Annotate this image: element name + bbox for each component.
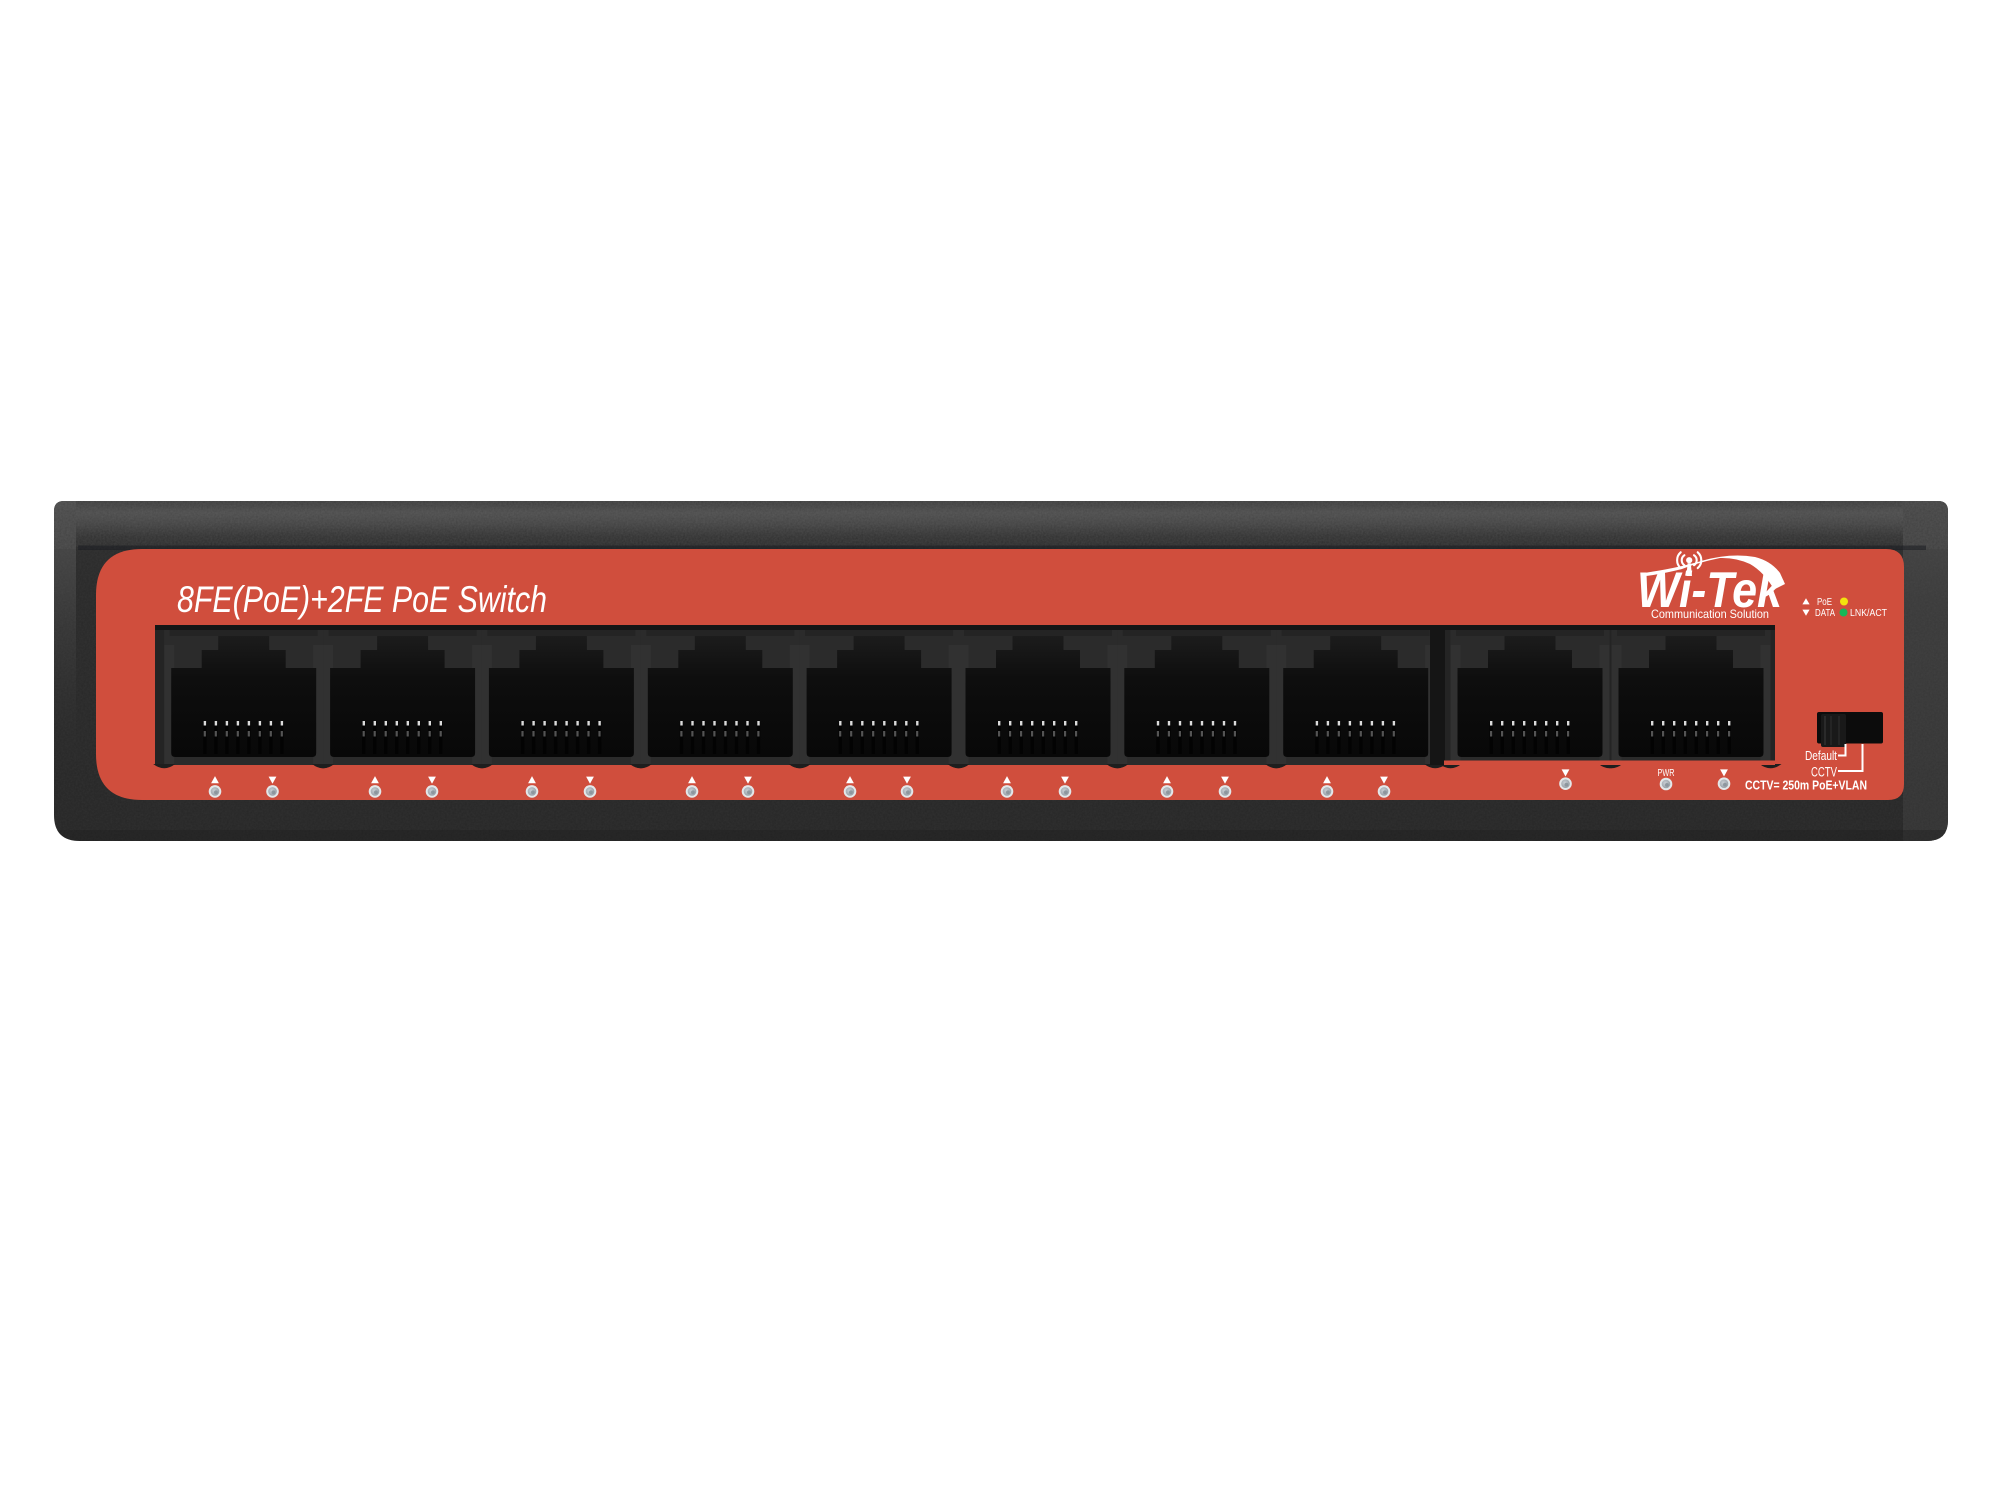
svg-text:CCTV= 250m PoE+VLAN: CCTV= 250m PoE+VLAN — [1745, 778, 1867, 793]
svg-text:LNK/ACT: LNK/ACT — [1850, 608, 1887, 619]
svg-text:Default: Default — [1805, 748, 1837, 763]
svg-text:CCTV: CCTV — [1811, 765, 1837, 780]
svg-text:Communication Solution: Communication Solution — [1651, 607, 1769, 621]
svg-text:8FE(PoE)+2FE PoE Switch: 8FE(PoE)+2FE PoE Switch — [177, 578, 547, 620]
svg-text:DATA: DATA — [1815, 608, 1835, 619]
svg-text:PWR: PWR — [1658, 768, 1675, 779]
svg-text:PoE: PoE — [1817, 597, 1832, 608]
